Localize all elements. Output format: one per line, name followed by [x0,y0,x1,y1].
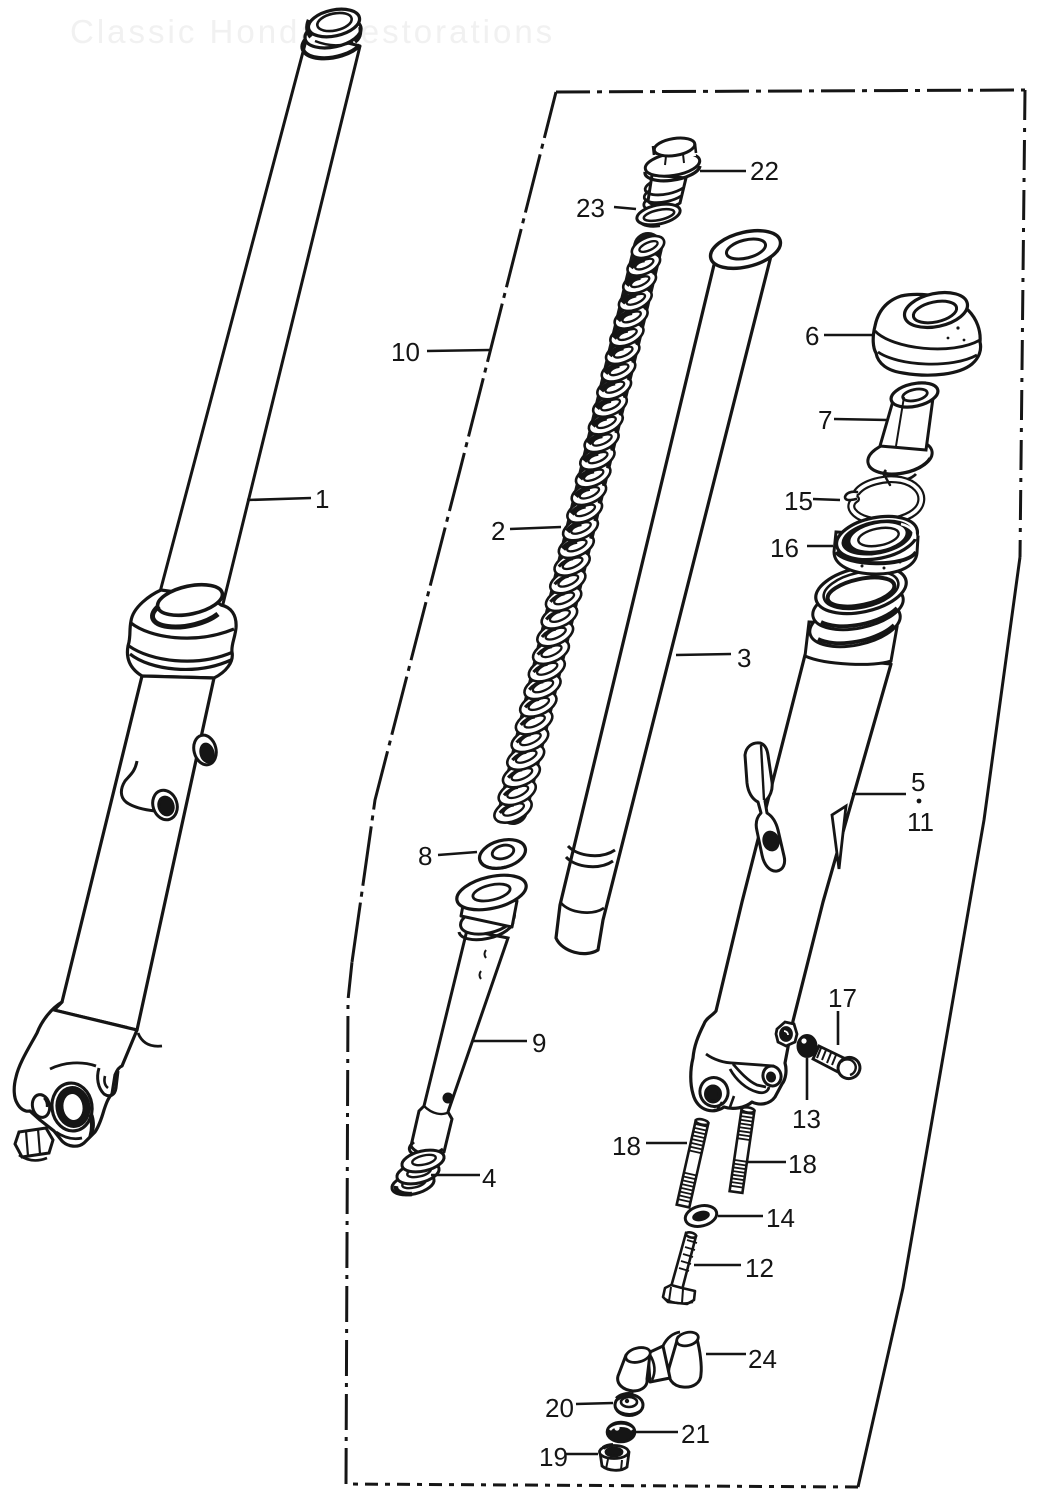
svg-text:20: 20 [545,1393,574,1423]
svg-text:14: 14 [766,1203,795,1233]
svg-text:9: 9 [532,1028,546,1058]
svg-text:15: 15 [784,486,813,516]
svg-text:2: 2 [491,516,505,546]
svg-text:17: 17 [828,983,857,1013]
svg-text:4: 4 [482,1163,496,1193]
svg-text:8: 8 [418,841,432,871]
svg-text:3: 3 [737,643,751,673]
svg-text:13: 13 [792,1104,821,1134]
svg-text:7: 7 [818,405,832,435]
svg-text:24: 24 [748,1344,777,1374]
svg-text:6: 6 [805,321,819,351]
svg-text:18: 18 [612,1131,641,1161]
svg-text:11: 11 [907,807,934,837]
svg-text:1: 1 [315,484,329,514]
svg-text:19: 19 [539,1442,568,1472]
svg-text:22: 22 [750,156,779,186]
svg-text:21: 21 [681,1419,710,1449]
svg-text:10: 10 [391,337,420,367]
svg-text:18: 18 [788,1149,817,1179]
svg-text:12: 12 [745,1253,774,1283]
svg-text:23: 23 [576,193,605,223]
svg-text:5: 5 [911,767,925,797]
svg-text:16: 16 [770,533,799,563]
